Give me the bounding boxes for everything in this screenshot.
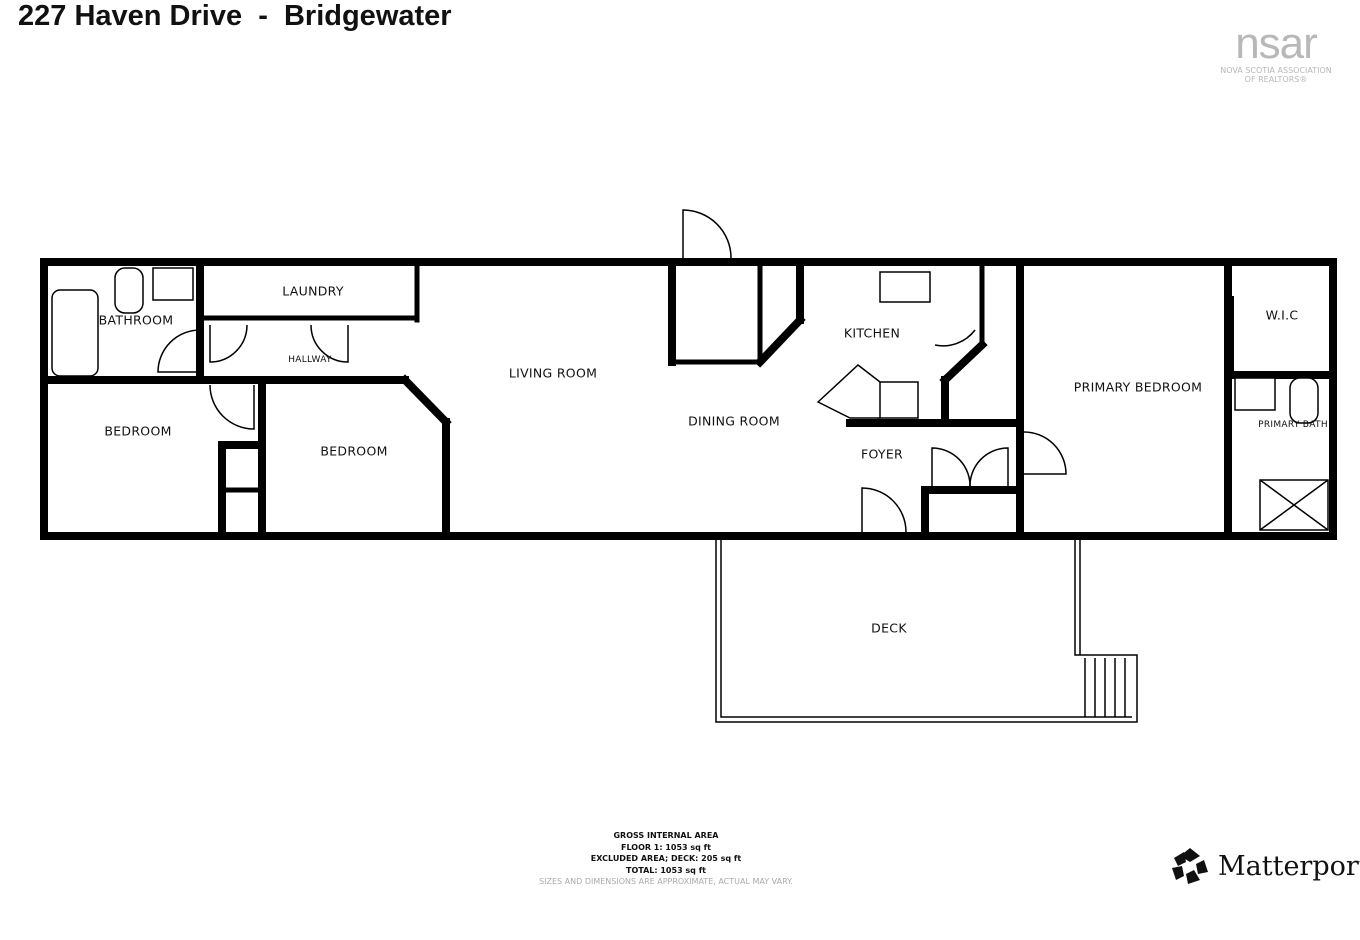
area-heading: GROSS INTERNAL AREA: [613, 831, 719, 840]
logo-mark: nsar: [1235, 19, 1318, 68]
area-total: TOTAL: 1053 sq ft: [626, 865, 706, 875]
room-label-wic: W.I.C: [1265, 307, 1299, 323]
nsar-logo: nsar NOVA SCOTIA ASSOCIATION OF REALTORS…: [1206, 19, 1346, 85]
room-label-hallway: HALLWAY: [288, 355, 332, 365]
room-label-living-room: LIVING ROOM: [508, 365, 598, 381]
room-label-bedroom: BEDROOM: [104, 423, 172, 439]
room-label-deck: DECK: [871, 620, 907, 636]
area-floor1: FLOOR 1: 1053 sq ft: [620, 842, 711, 852]
matterport-icon: [1172, 848, 1208, 884]
room-label-laundry: LAUNDRY: [282, 283, 344, 299]
fixtures: [51, 267, 1329, 531]
logo-line1: NOVA SCOTIA ASSOCIATION: [1220, 66, 1332, 75]
room-label-primary-bedroom: PRIMARY BEDROOM: [1073, 379, 1203, 395]
stove-icon: [877, 381, 919, 419]
sink-icon: [152, 267, 194, 301]
logo-line2: OF REALTORS®: [1244, 75, 1308, 84]
room-label-dining-room: DINING ROOM: [688, 413, 780, 429]
kitchen-sink-icon: [879, 271, 931, 303]
primary-sink-icon: [1234, 377, 1276, 411]
walls: [40, 258, 1337, 540]
toilet-icon: [114, 267, 144, 314]
doors: [157, 209, 1067, 533]
area-excluded: EXCLUDED AREA; DECK: 205 sq ft: [590, 854, 742, 863]
room-label-bathroom: BATHROOM: [98, 312, 174, 328]
page-title: 227 Haven Drive - Bridgewater: [18, 0, 452, 32]
room-label-foyer: FOYER: [860, 446, 904, 462]
area-note: SIZES AND DIMENSIONS ARE APPROXIMATE, AC…: [539, 877, 793, 886]
area-summary: GROSS INTERNAL AREA FLOOR 1: 1053 sq ft …: [539, 830, 793, 888]
bathtub-icon: [51, 289, 99, 377]
matterport-wordmark: Matterport: [1218, 850, 1360, 882]
deck: [715, 540, 1138, 723]
matterport-logo: Matterport: [1170, 846, 1360, 886]
room-label-primary-bath: PRIMARY BATH: [1258, 420, 1328, 430]
room-label-kitchen: KITCHEN: [843, 325, 901, 341]
primary-toilet-icon: [1289, 377, 1319, 424]
room-label-bedroom-2: BEDROOM: [320, 443, 388, 459]
kitchen-island: [816, 364, 881, 419]
exterior-wall: [40, 258, 1337, 540]
